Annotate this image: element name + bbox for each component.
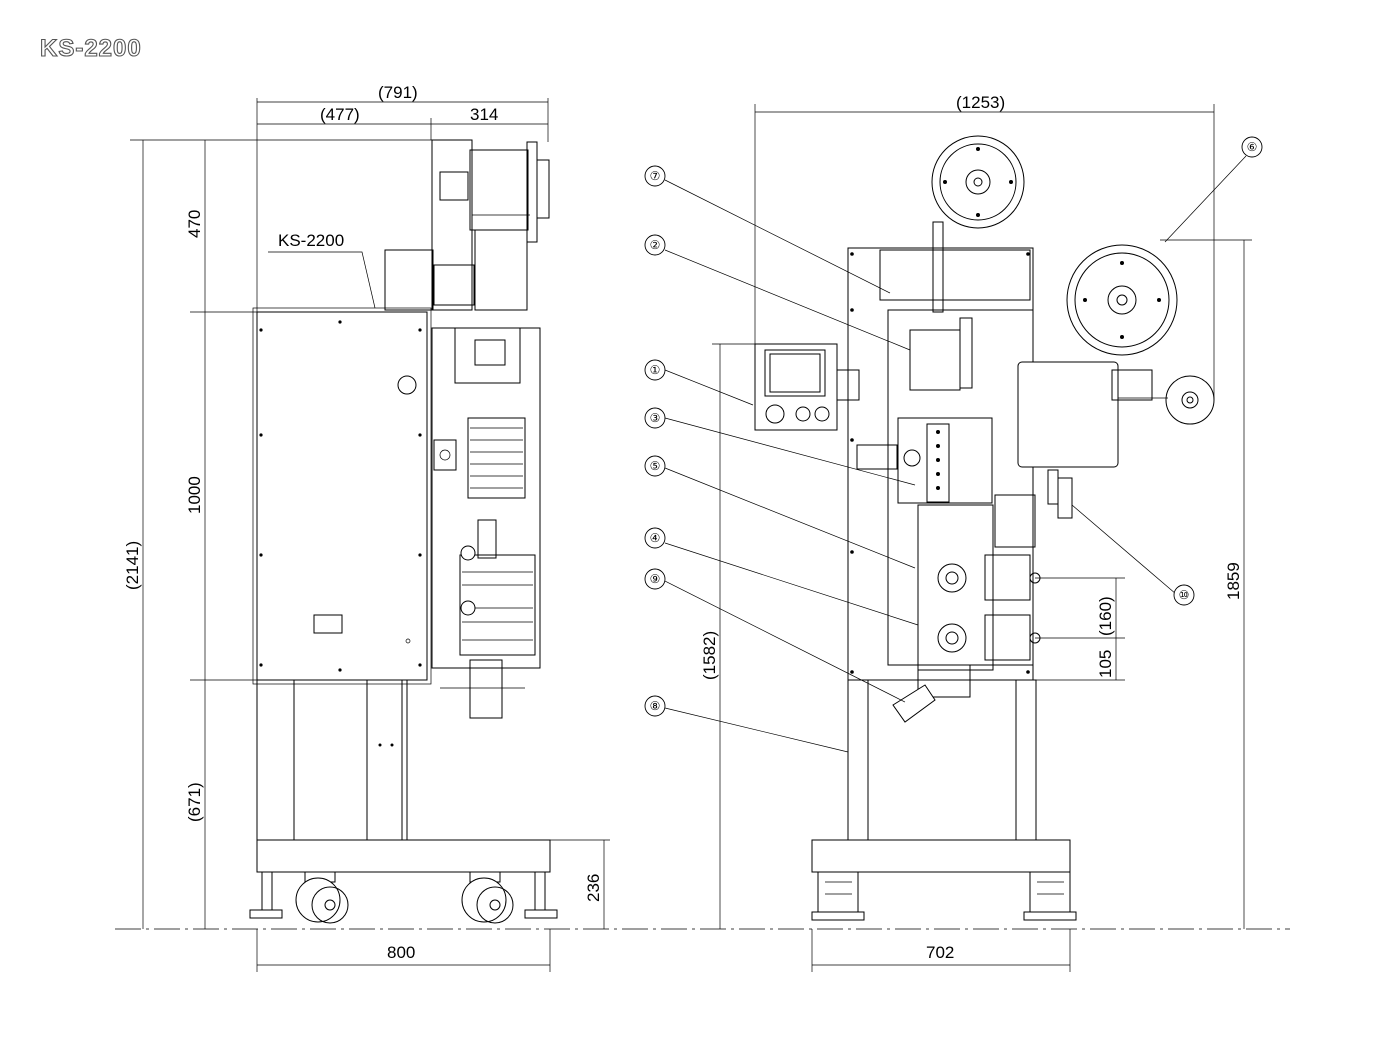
side-model-label: KS-2200 (278, 231, 344, 250)
dim-base-width-side: 800 (387, 943, 415, 962)
svg-text:⑧: ⑧ (650, 699, 661, 713)
svg-text:⑤: ⑤ (650, 459, 661, 473)
callouts: ① ② ③ ④ ⑤ ⑥ ⑦ ⑧ ⑨ ⑩ (644, 136, 1263, 753)
side-cabinet-screws (259, 320, 422, 672)
front-stand-leg-left (847, 679, 869, 841)
side-top-cover (384, 249, 434, 311)
svg-text:④: ④ (650, 531, 661, 545)
side-caster-front (295, 871, 349, 924)
side-window (313, 614, 343, 634)
svg-text:③: ③ (650, 411, 661, 425)
side-reel (469, 149, 529, 231)
front-chute (917, 664, 971, 698)
svg-text:⑥: ⑥ (1247, 140, 1258, 154)
front-stand-leg-right (1015, 679, 1037, 841)
svg-text:⑨: ⑨ (650, 572, 661, 586)
side-dimensions: (791) (477) 314 (2141) 470 1000 (671) 23… (123, 83, 610, 972)
front-handwheel (1047, 469, 1059, 505)
side-base-frame (256, 839, 551, 873)
callout-2: ② (644, 234, 666, 256)
dim-panel-height: (1582) (700, 631, 719, 680)
dim-overall-width-front: (1253) (956, 93, 1005, 112)
front-control-panel (754, 343, 860, 431)
dim-overall-width-side: (791) (378, 83, 418, 102)
dim-base-height: 236 (584, 874, 603, 902)
callout-8: ⑧ (644, 695, 666, 717)
front-top-reel (931, 135, 1025, 229)
drawing-title: KS-2200 (40, 35, 142, 62)
dim-front-width: (477) (320, 105, 360, 124)
svg-text:②: ② (650, 238, 661, 252)
front-sprocket-section (897, 417, 993, 504)
side-lower-mechanism (459, 554, 536, 656)
dim-lower-offset: 105 (1096, 650, 1115, 678)
callout-4: ④ (644, 527, 666, 549)
side-stand (256, 679, 408, 841)
front-dimensions: (1253) (1582) 1859 (160) 105 702 (700, 93, 1252, 972)
dim-base-width-front: 702 (926, 943, 954, 962)
dim-roller-pitch: (160) (1096, 596, 1115, 636)
front-upper-mechanism (879, 249, 1031, 301)
dim-upper-height: 470 (185, 210, 204, 238)
svg-text:⑦: ⑦ (650, 169, 661, 183)
side-caster-rear (461, 871, 514, 924)
front-cover-box (1017, 361, 1119, 468)
callout-6: ⑥ (1241, 136, 1263, 158)
front-view (754, 135, 1215, 921)
side-view: KS-2200 (249, 139, 558, 924)
side-feeder-top (454, 327, 521, 384)
svg-text:①: ① (650, 363, 661, 377)
callout-1: ① (644, 359, 666, 381)
dim-total-height-front: 1859 (1224, 562, 1243, 600)
callout-10: ⑩ (1173, 584, 1195, 606)
dim-body-height: 1000 (185, 476, 204, 514)
svg-text:⑩: ⑩ (1179, 588, 1190, 602)
side-leveling-feet (249, 871, 558, 919)
front-small-reel (1165, 375, 1215, 425)
dim-stand-height: (671) (185, 782, 204, 822)
callout-7: ⑦ (644, 165, 666, 187)
front-side-reel (1066, 244, 1178, 356)
callout-5: ⑤ (644, 455, 666, 477)
side-knob (397, 375, 417, 395)
callout-3: ③ (644, 407, 666, 429)
front-leveling-feet (811, 871, 1077, 921)
dim-total-height-side: (2141) (123, 541, 142, 590)
front-roller-section (917, 504, 1041, 671)
callout-9: ⑨ (644, 568, 666, 590)
dim-rear-width: 314 (470, 105, 498, 124)
front-frame-bolts (850, 252, 1030, 674)
side-magazine (467, 417, 526, 499)
front-base-frame (811, 839, 1071, 873)
